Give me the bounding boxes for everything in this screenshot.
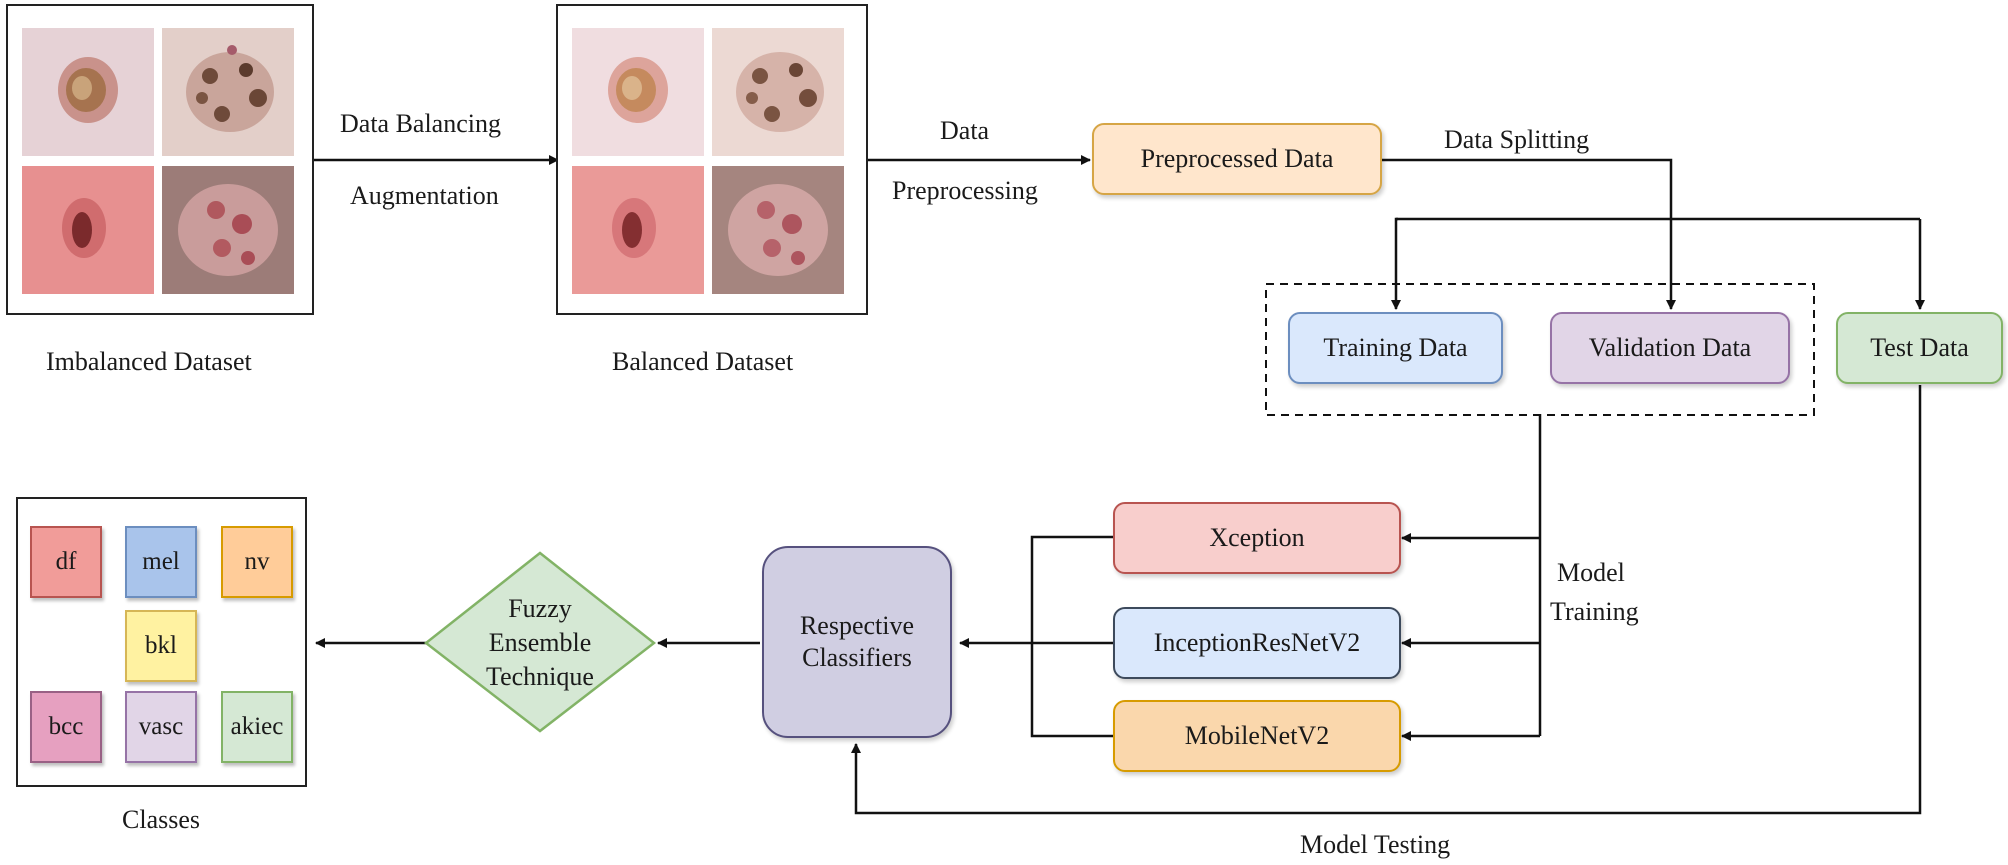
skin-lesion-image <box>712 166 844 294</box>
models-collector-line <box>1030 535 1113 738</box>
splitting-arrow <box>1382 158 1676 310</box>
xception-label: Xception <box>1209 522 1305 552</box>
skin-lesion-image <box>162 166 294 294</box>
training-label-line2: Training <box>1550 597 1639 626</box>
imbalanced-dataset-frame <box>6 4 314 315</box>
preprocessed-data-node: Preprocessed Data <box>1092 123 1382 195</box>
fuzzy-label-line1: Fuzzy <box>508 594 572 624</box>
mobilenet-label: MobileNetV2 <box>1184 720 1330 750</box>
balanced-dataset-caption: Balanced Dataset <box>612 347 794 376</box>
validation-data-node: Validation Data <box>1550 312 1790 384</box>
classifiers-label-line2: Classifiers <box>802 643 912 672</box>
preprocessing-label-line2: Preprocessing <box>892 176 1038 205</box>
imbalanced-dataset-caption: Imbalanced Dataset <box>46 347 252 376</box>
skin-lesion-image <box>572 28 704 156</box>
class-bkl: bkl <box>125 610 197 682</box>
fuzzy-diamond <box>423 551 657 733</box>
skin-lesion-image <box>22 28 154 156</box>
skin-lesion-image <box>712 28 844 156</box>
validation-data-label: Validation Data <box>1588 332 1752 362</box>
preprocessing-label-line1: Data <box>940 116 990 145</box>
class-bcc: bcc <box>30 691 102 763</box>
xception-node: Xception <box>1113 502 1401 574</box>
classes-caption: Classes <box>122 805 200 834</box>
skin-lesion-image <box>22 166 154 294</box>
mobilenet-node: MobileNetV2 <box>1113 700 1401 772</box>
balancing-label-line2: Augmentation <box>350 181 499 210</box>
class-vasc: vasc <box>125 691 197 763</box>
testing-label: Model Testing <box>1300 830 1451 859</box>
skin-lesion-image <box>162 28 294 156</box>
balanced-dataset-frame <box>556 4 868 315</box>
test-data-node: Test Data <box>1836 312 2003 384</box>
split-to-training-arrow <box>1391 217 1401 310</box>
testing-arrow <box>851 385 1922 815</box>
training-data-label: Training Data <box>1323 332 1468 362</box>
fuzzy-ensemble-text: Fuzzy Ensemble Technique <box>446 580 634 706</box>
fuzzy-label-line3: Technique <box>486 661 594 691</box>
balancing-label-line1: Data Balancing <box>340 109 501 138</box>
classes-frame: df mel nv bkl bcc vasc akiec <box>16 497 307 787</box>
fuzzy-label-line2: Ensemble <box>488 628 592 658</box>
class-mel: mel <box>125 526 197 598</box>
inception-label: InceptionResNetV2 <box>1153 627 1361 657</box>
preprocessed-data-label: Preprocessed Data <box>1140 143 1334 173</box>
skin-lesion-image <box>572 166 704 294</box>
class-df: df <box>30 526 102 598</box>
training-data-node: Training Data <box>1288 312 1503 384</box>
classifiers-label-line1: Respective <box>799 610 915 640</box>
splitting-label: Data Splitting <box>1444 125 1590 154</box>
class-akiec: akiec <box>221 691 293 763</box>
split-group-box <box>1265 283 1815 416</box>
test-data-label: Test Data <box>1870 332 1969 362</box>
class-nv: nv <box>221 526 293 598</box>
inception-node: InceptionResNetV2 <box>1113 607 1401 679</box>
training-label-line1: Model <box>1557 558 1625 587</box>
classifiers-node: Respective Classifiers <box>762 546 952 738</box>
